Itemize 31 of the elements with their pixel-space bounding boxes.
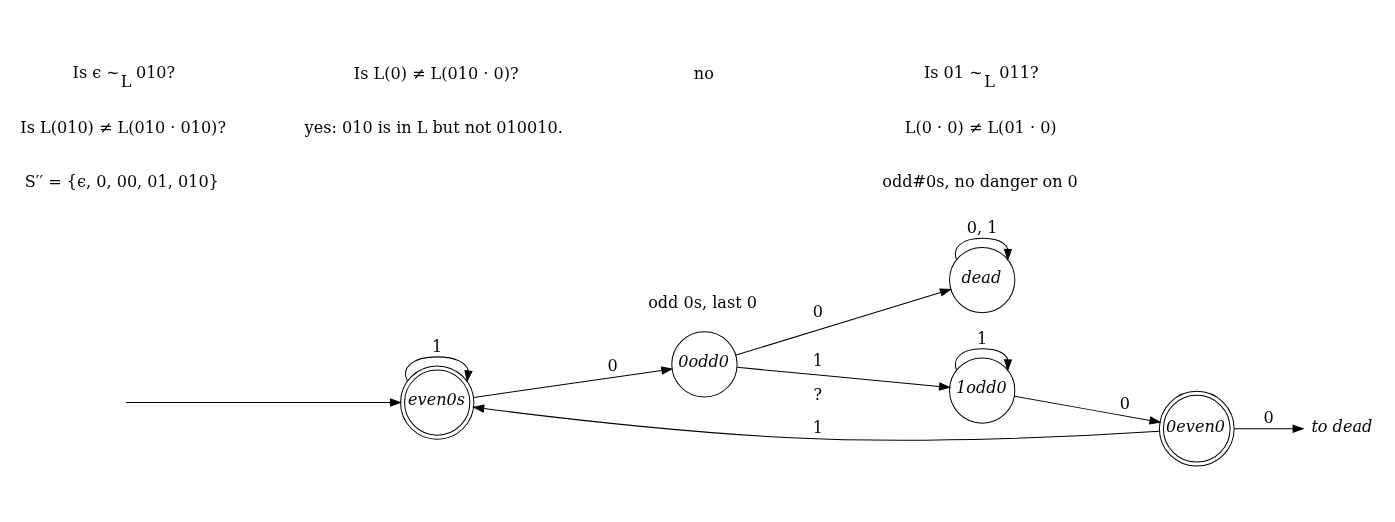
edge-label: 1 — [432, 336, 443, 356]
arrow — [1233, 424, 1304, 433]
edge-label: 0 — [1263, 407, 1274, 427]
arrow — [473, 365, 673, 398]
arrow — [735, 288, 951, 356]
edge-label: 1 — [812, 417, 824, 437]
arrow — [405, 355, 473, 381]
label: Is L(0) ≠ L(010 · 0)? — [353, 63, 519, 83]
label: S′′ = {ϵ, 0, 00, 01, 010} — [24, 171, 219, 191]
edge-label: 1 — [977, 328, 988, 348]
edge-label: 1 — [812, 350, 824, 370]
node-text: to dead — [1311, 416, 1373, 436]
arrow — [954, 237, 1012, 260]
edge-label: 0, 1 — [966, 217, 998, 237]
label: Is L(010) ≠ L(010 · 010)? — [20, 117, 226, 137]
label: odd#0s, no danger on 0 — [882, 171, 1078, 191]
edge-label: 0 — [607, 355, 618, 375]
arrow — [954, 347, 1012, 370]
arrow — [736, 366, 951, 390]
label: ? — [813, 384, 823, 404]
label: no — [693, 63, 714, 83]
node-circle: 0odd0 — [671, 330, 738, 398]
label: yes: 010 is in L but not 010010. — [304, 117, 563, 137]
node-label: odd 0s, last 0 — [648, 292, 757, 312]
edge-label: 0 — [1119, 393, 1130, 413]
arrow — [473, 404, 1160, 441]
arrow — [125, 398, 401, 407]
node-circle: 0even0 — [1158, 390, 1235, 467]
label: L(0 · 0) ≠ L(01 · 0) — [904, 117, 1057, 137]
arrow — [1014, 395, 1161, 424]
edge-label: 0 — [812, 301, 824, 321]
